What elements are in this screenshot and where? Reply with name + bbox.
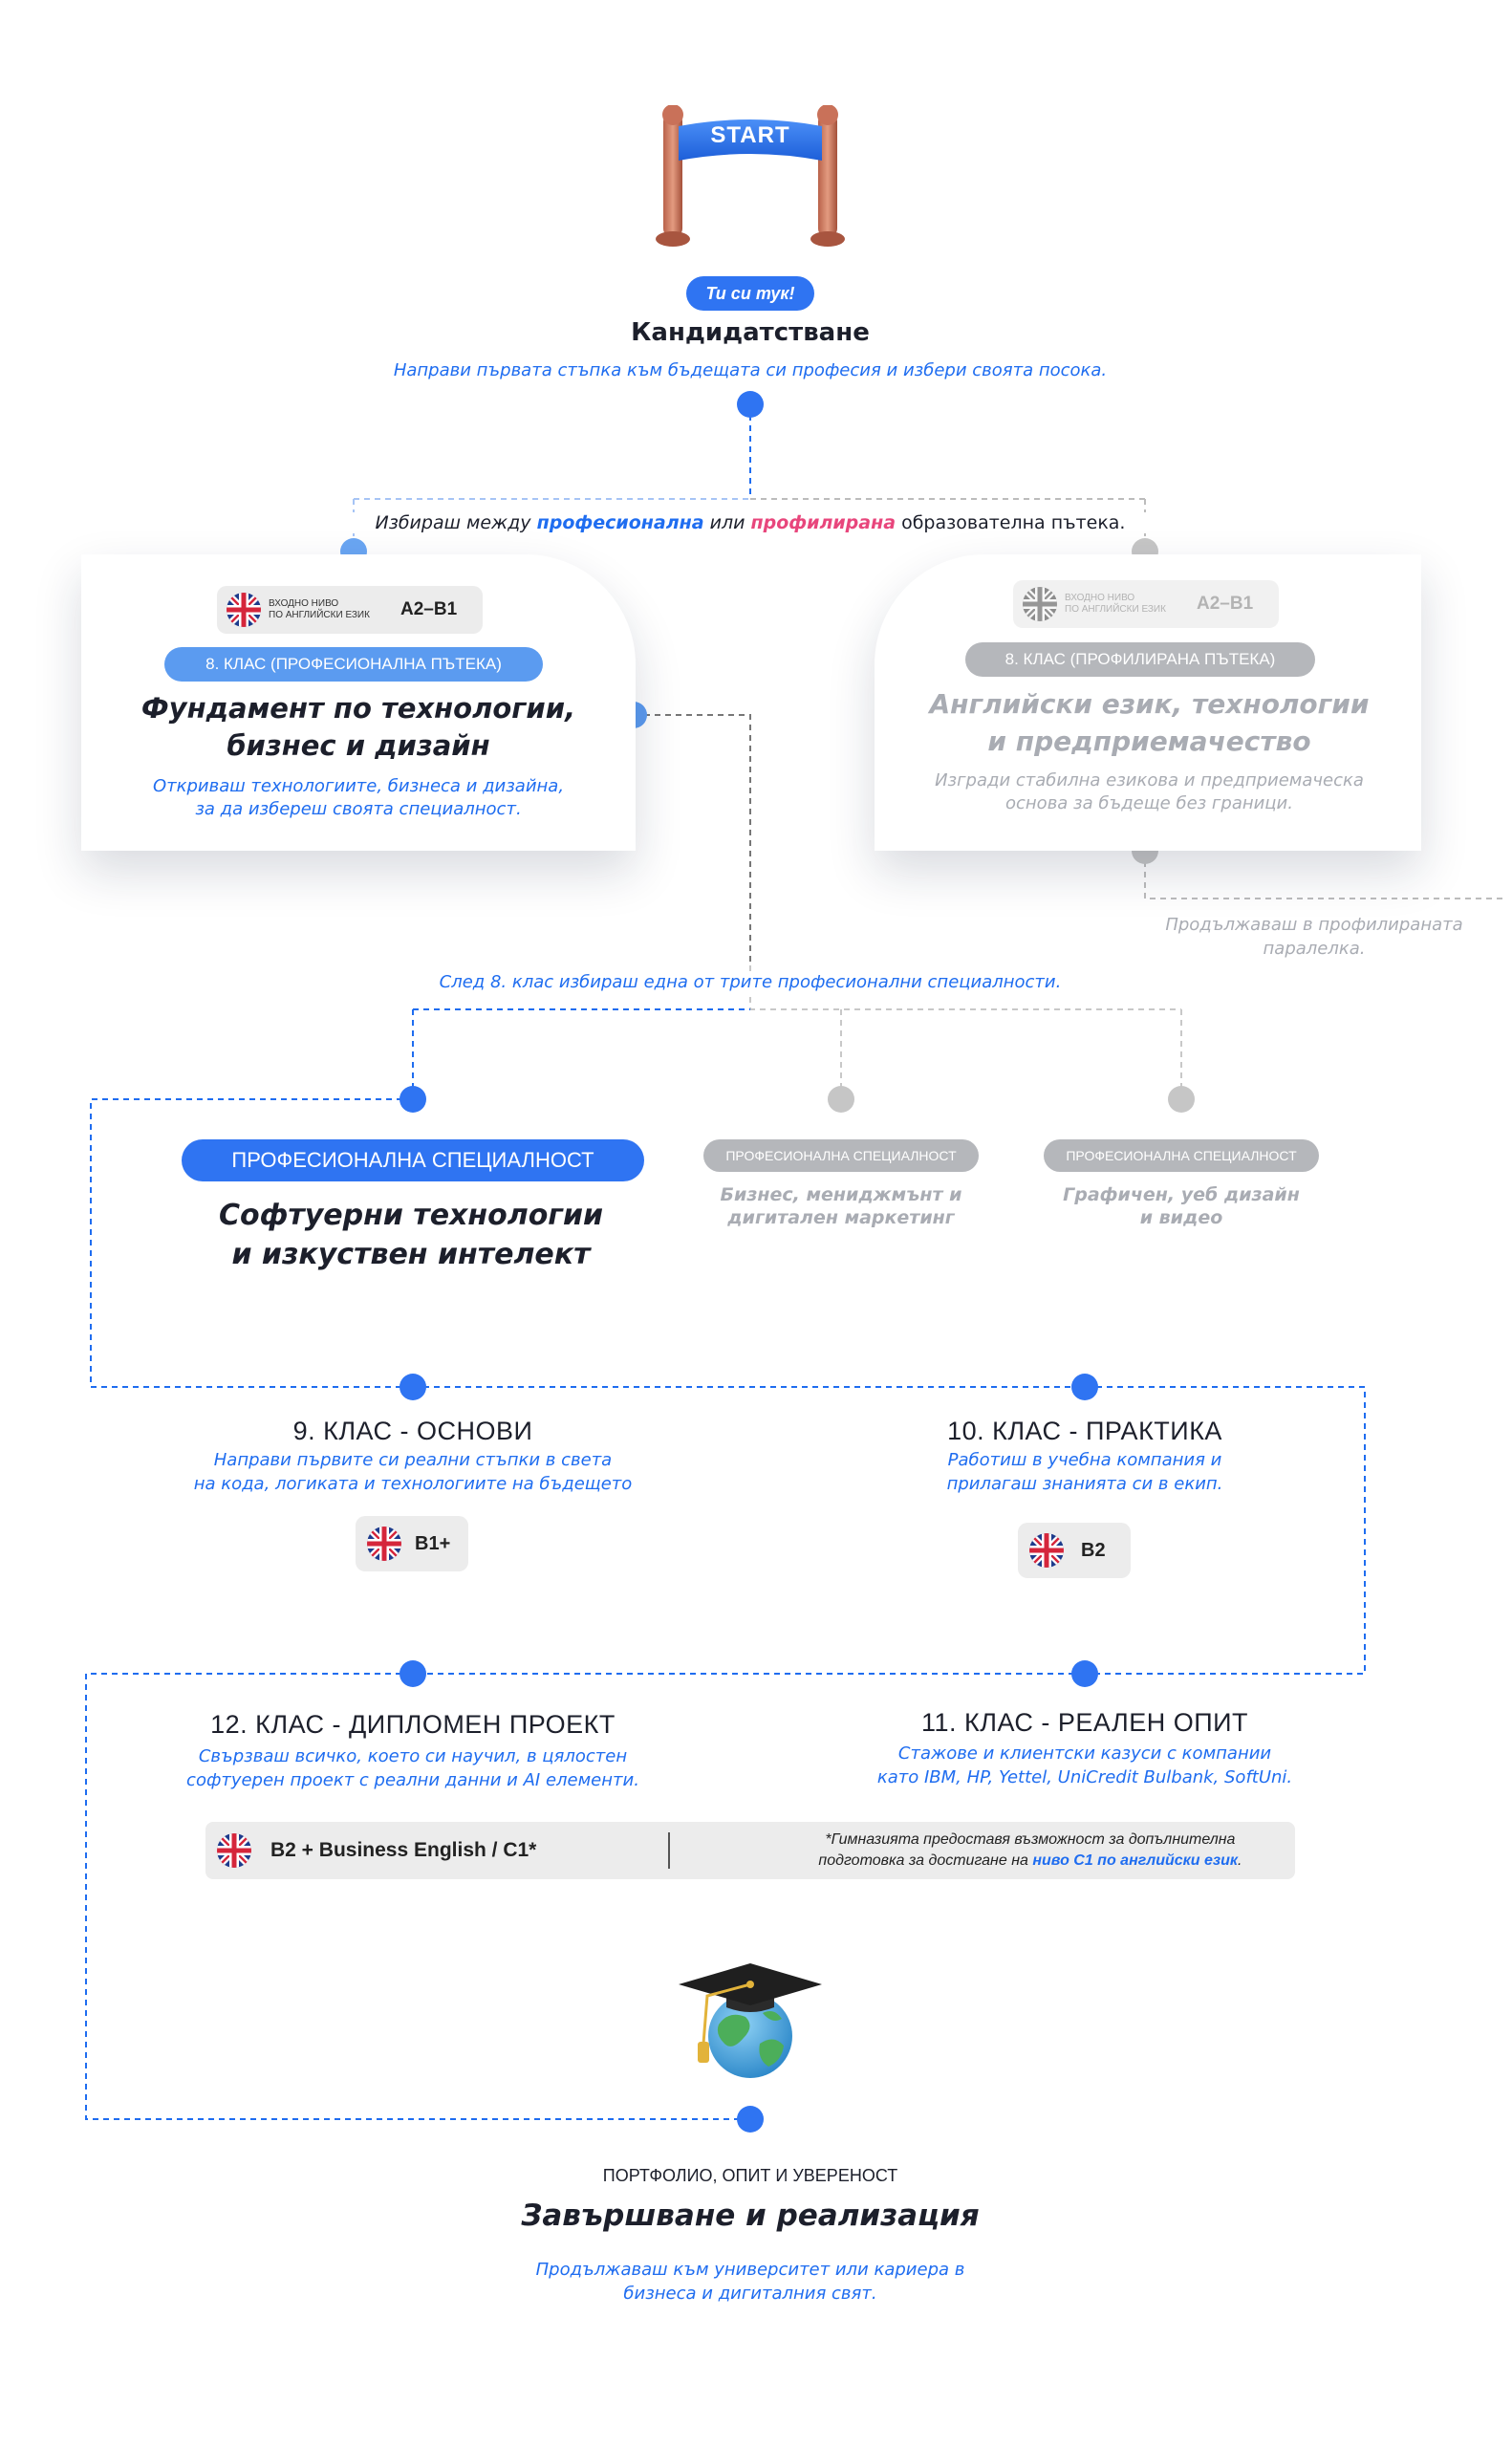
start-title: Кандидатстване <box>631 318 870 347</box>
uk-flag-icon <box>1029 1533 1064 1568</box>
right-badge-level: A2–B1 <box>1197 594 1254 614</box>
finish-kicker: ПОРТФОЛИО, ОПИТ И УВЕРЕНОСТ <box>602 2166 898 2185</box>
main-specialty-tag: ПРОФЕСИОНАЛНА СПЕЦИАЛНОСТ <box>182 1139 644 1181</box>
grade-12-title: 12. КЛАС - ДИПЛОМЕН ПРОЕКТ <box>210 1710 616 1739</box>
c1-note-highlight: ниво C1 по английски език <box>1032 1852 1238 1869</box>
uk-flag-icon <box>227 593 261 627</box>
finish-text: Продължаваш към университет или кариера … <box>535 2260 965 2304</box>
path-choice-text: Избираш между професионална или профилир… <box>344 512 1156 533</box>
choice-middle: или <box>709 512 745 533</box>
left-english-level-badge: ВХОДНО НИВО ПО АНГЛИЙСКИ ЕЗИК A2–B1 <box>217 586 483 634</box>
grade-10-title: 10. КЛАС - ПРАКТИКА <box>947 1417 1222 1445</box>
profiled-continue-note: Продължаваш в профилираната паралелка. <box>1165 915 1463 959</box>
uk-flag-icon <box>217 1833 251 1868</box>
uk-flag-icon <box>367 1527 401 1561</box>
right-path-title: Английски език, технологии и предприемач… <box>929 688 1370 757</box>
final-english-level: B2 + Business English / C1* <box>270 1839 537 1861</box>
grade-10-text: Работиш в учебна компания и прилагаш зна… <box>946 1450 1223 1494</box>
left-path-title: Фундамент по технологии, бизнес и дизайн <box>140 692 576 762</box>
design-specialty-title: Графичен, уеб дизайн и видео <box>1063 1184 1300 1228</box>
grade-10-english-badge: B2 <box>1018 1523 1131 1578</box>
c1-note-end: . <box>1237 1852 1242 1869</box>
c1-note-line1: *Гимназията предоставя възможност за доп… <box>825 1831 1236 1848</box>
left-badge-level: A2–B1 <box>400 599 458 619</box>
final-english-bar: B2 + Business English / C1* *Гимназията … <box>205 1822 1295 1879</box>
c1-note: *Гимназията предоставя възможност за доп… <box>766 1830 1295 1872</box>
grade-11-title: 11. КЛАС - РЕАЛЕН ОПИТ <box>920 1708 1249 1737</box>
uk-flag-icon <box>1023 587 1057 621</box>
choice-option-profiled: профилирана <box>750 512 896 533</box>
choice-option-professional: професионална <box>536 512 704 533</box>
main-specialty-title: Софтуерни технологии и изкуствен интелек… <box>218 1199 604 1271</box>
c1-note-line2: подготовка за достигане на <box>818 1852 1028 1869</box>
grade-9-title: 9. КЛАС - ОСНОВИ <box>292 1417 533 1445</box>
business-specialty-tag: ПРОФЕСИОНАЛНА СПЕЦИАЛНОСТ <box>703 1139 979 1172</box>
start-arch-icon <box>650 104 851 253</box>
right-path-tag: 8. КЛАС (ПРОФИЛИРАНА ПЪТЕКА) <box>965 642 1315 677</box>
right-path-text: Изгради стабилна езикова и предприемачес… <box>935 770 1364 813</box>
grade-12-text: Свързваш всичко, което си научил, в цяло… <box>186 1746 639 1790</box>
start-subtitle: Направи първата стъпка към бъдещата си п… <box>393 360 1108 380</box>
left-path-text: Откриваш технологиите, бизнеса и дизайна… <box>152 776 565 819</box>
business-specialty-title: Бизнес, мениджмънт и дигитален маркетинг <box>720 1184 962 1228</box>
graduation-globe-icon <box>669 1958 832 2082</box>
grade-11-text: Стажове и клиентски казуси с компании ка… <box>876 1743 1293 1787</box>
design-specialty-tag: ПРОФЕСИОНАЛНА СПЕЦИАЛНОСТ <box>1044 1139 1319 1172</box>
you-are-here-badge: Ти си тук! <box>686 276 814 311</box>
right-badge-caption: ВХОДНО НИВО ПО АНГЛИЙСКИ ЕЗИК <box>1065 593 1166 615</box>
choice-suffix: образователна пътека. <box>901 512 1126 533</box>
left-path-tag: 8. КЛАС (ПРОФЕСИОНАЛНА ПЪТЕКА) <box>164 647 543 682</box>
grade-9-text: Направи първите си реални стъпки в света… <box>193 1450 633 1494</box>
grade-9-english-badge: B1+ <box>356 1516 468 1571</box>
english-bar-divider <box>667 1832 670 1869</box>
start-banner-label: START <box>710 122 790 148</box>
grade-10-level: B2 <box>1081 1539 1106 1561</box>
choice-prefix: Избираш между <box>375 512 531 533</box>
left-badge-caption: ВХОДНО НИВО ПО АНГЛИЙСКИ ЕЗИК <box>269 598 370 620</box>
finish-title: Завършване и реализация <box>521 2198 980 2233</box>
specialties-intro: След 8. клас избираш една от трите профе… <box>344 972 1156 992</box>
right-english-level-badge: ВХОДНО НИВО ПО АНГЛИЙСКИ ЕЗИК A2–B1 <box>1013 580 1279 628</box>
grade-9-level: B1+ <box>415 1532 451 1554</box>
